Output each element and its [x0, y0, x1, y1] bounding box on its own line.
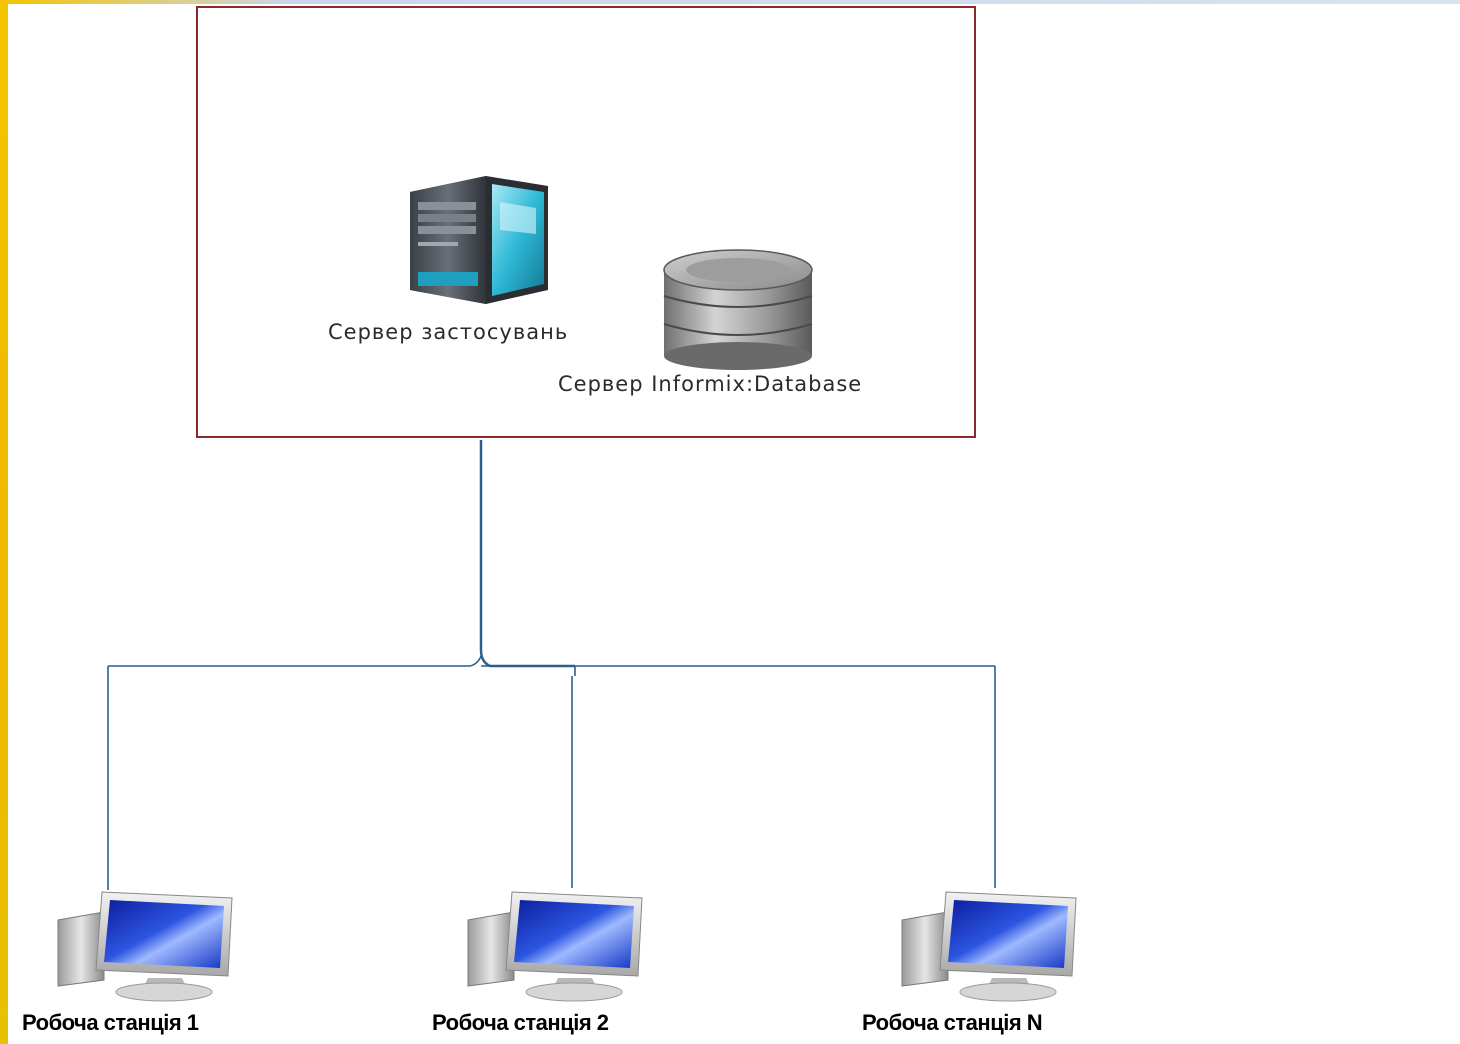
server-tower-icon [410, 176, 548, 304]
bus-line [108, 655, 995, 667]
drop-line-2 [571, 666, 576, 888]
slide-accent-strip-top [0, 0, 1460, 4]
slide-accent-strip-left [0, 0, 8, 1044]
workstation-1-icon [57, 891, 233, 1002]
workstation-1-label: Робоча станція 1 [22, 1010, 199, 1035]
database-icon [663, 249, 813, 370]
workstation-2-icon [467, 891, 643, 1002]
workstation-2-label: Робоча станція 2 [432, 1010, 609, 1035]
network-connectors [107, 440, 996, 890]
trunk-line [479, 440, 575, 668]
server-group-box [196, 6, 976, 438]
workstation-n-icon [901, 891, 1077, 1002]
app-server-label: Сервер застосувань [328, 320, 569, 344]
db-server-label: Сервер Informix:Database [558, 372, 863, 396]
workstation-n-label: Робоча станція N [862, 1010, 1043, 1035]
